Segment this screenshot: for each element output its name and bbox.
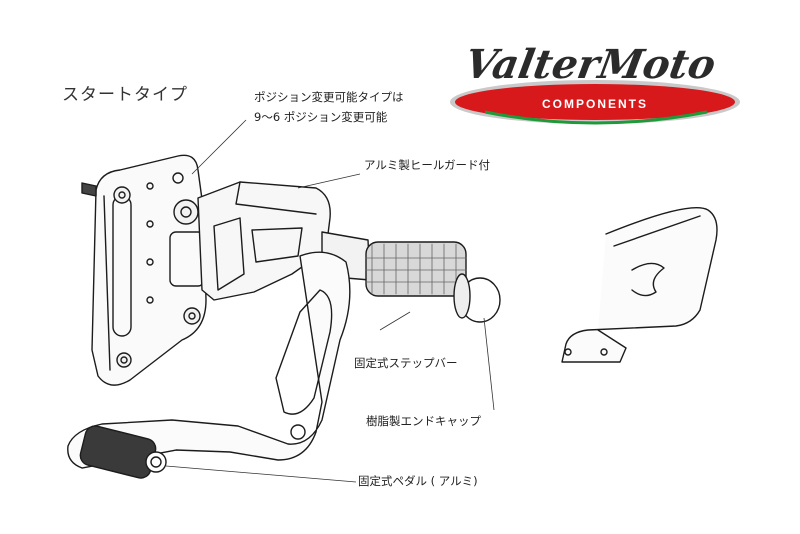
leader-lines xyxy=(165,119,495,483)
stud-icon xyxy=(81,182,97,197)
logo-tagline: COMPONENTS xyxy=(542,97,648,111)
callout-position-change: ポジション変更可能タイプは xyxy=(254,90,404,104)
heel-plate xyxy=(561,207,718,363)
bolt-icon xyxy=(113,186,131,204)
logo-band xyxy=(450,80,740,125)
valtermoto-logo: ValterMoto COMPONENTS xyxy=(450,40,740,125)
bolt-icon xyxy=(116,352,132,368)
heel-guard-bracket xyxy=(197,181,331,301)
base-plate xyxy=(81,154,207,386)
logo-flag-green-stripe xyxy=(484,110,708,125)
leader-position xyxy=(191,119,247,175)
knurled-grip xyxy=(365,241,467,297)
callout-pedal: 固定式ペダル ( アルミ) xyxy=(358,474,478,488)
leader-end-cap xyxy=(483,317,495,411)
callout-position-range: 9～6 ポジション変更可能 xyxy=(254,110,388,124)
step-bar xyxy=(321,231,501,323)
pivot-bolt-icon xyxy=(173,199,199,225)
logo-red-band xyxy=(455,84,735,120)
callout-heel-guard: アルミ製ヒールガード付 xyxy=(364,158,491,172)
leader-step-bar xyxy=(379,311,411,331)
callout-step-bar: 固定式ステップバー xyxy=(354,356,458,370)
diagram-title: スタートタイプ xyxy=(62,85,188,105)
leader-heel-guard xyxy=(297,173,361,189)
leader-pedal xyxy=(165,465,357,483)
valtermoto-emblem-icon xyxy=(631,262,665,297)
callout-end-cap: 樹脂製エンドキャップ xyxy=(366,414,481,428)
logo-wordmark: ValterMoto xyxy=(461,40,719,88)
bolt-icon xyxy=(183,307,201,325)
pedal-cap-icon xyxy=(145,451,167,473)
pedal-peg xyxy=(79,425,167,479)
